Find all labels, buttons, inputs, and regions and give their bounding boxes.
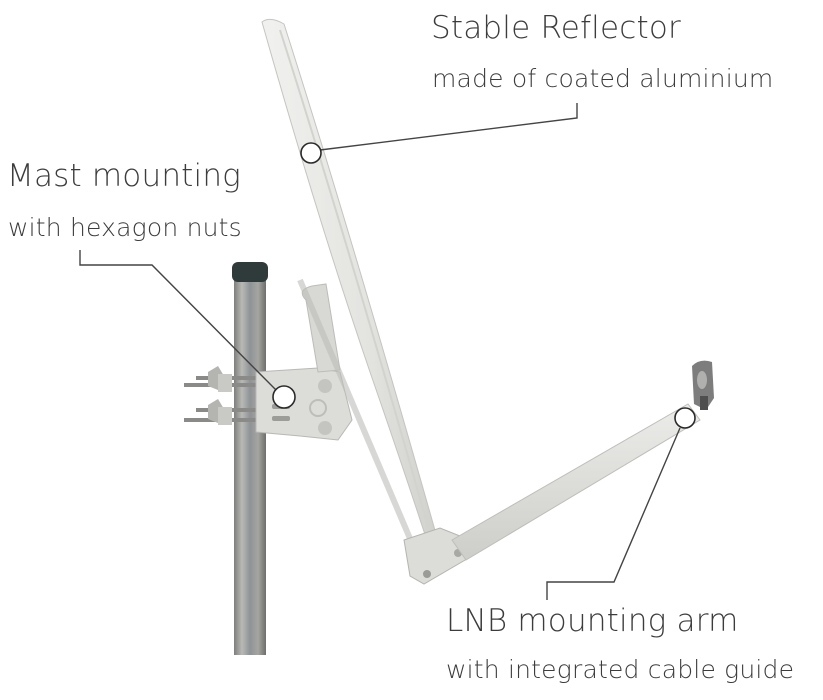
reflector-marker (300, 142, 322, 164)
lnb-arm-marker (674, 407, 696, 429)
lnb-arm-subtitle: with integrated cable guide (446, 655, 795, 684)
lnb-arm-title: LNB mounting arm (446, 603, 739, 639)
mast-subtitle: with hexagon nuts (8, 213, 242, 242)
reflector-leader-line (319, 103, 578, 151)
lnb-holder (692, 360, 714, 410)
lnb-arm (451, 403, 701, 561)
leader-lines (79, 103, 681, 600)
reflector-title: Stable Reflector (431, 10, 681, 46)
mast-pole (232, 262, 268, 655)
lnb-leader-line (546, 427, 681, 600)
reflector-subtitle: made of coated aluminium (432, 64, 774, 93)
callout-markers (272, 142, 696, 429)
wing-nuts (208, 366, 232, 425)
mast-cap (232, 262, 268, 282)
mast-leader-line (79, 250, 277, 391)
reflector-dish (261, 18, 441, 557)
mast-title: Mast mounting (7, 158, 241, 194)
mast-marker (272, 385, 296, 409)
